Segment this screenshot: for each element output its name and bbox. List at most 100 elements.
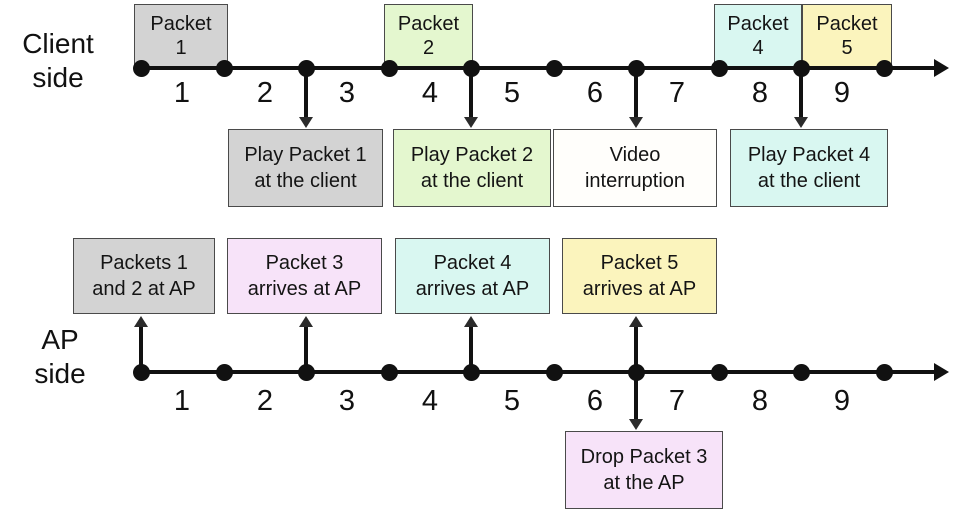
client-tick: 8 — [751, 77, 769, 109]
down-arrow — [634, 374, 638, 419]
arrow-down-icon — [464, 117, 478, 128]
ap-timeline — [141, 370, 936, 374]
packet-4-box: Packet 4 — [714, 4, 802, 68]
packet-5-label-line1: Packet — [816, 13, 878, 35]
up-arrow — [139, 327, 143, 371]
client-side-label-line1: Client — [22, 28, 94, 59]
down-arrow — [304, 70, 308, 117]
client-tick: 3 — [338, 77, 356, 109]
packet-2-label-line1: Packet — [397, 13, 460, 35]
timeline-dot — [711, 364, 728, 381]
packet-4-label-line1: Packet — [727, 13, 789, 35]
ap-side-label-line1: AP — [41, 324, 79, 355]
packet-2-label-line2: 2 — [422, 37, 435, 59]
packet-4-arrives-line1: Packet 4 — [433, 252, 512, 274]
packet-3-arrives-line1: Packet 3 — [265, 252, 344, 274]
packet-2-box: Packet 2 — [384, 4, 473, 68]
play-packet-2-line2: at the client — [420, 170, 524, 192]
arrow-up-icon — [299, 316, 313, 327]
play-packet-1-line2: at the client — [254, 170, 357, 192]
packet-5-arrives-line2: arrives at AP — [582, 278, 697, 300]
packet-3-arrives-line2: arrives at AP — [247, 278, 362, 300]
timeline-dot — [463, 60, 480, 77]
up-arrow — [469, 327, 473, 371]
down-arrow — [634, 70, 638, 117]
ap-tick: 4 — [421, 385, 439, 417]
video-interruption-line1: Video — [609, 144, 661, 166]
arrow-up-icon — [134, 316, 148, 327]
play-packet-4-line2: at the client — [757, 170, 861, 192]
ap-tick: 5 — [503, 385, 521, 417]
up-arrow — [304, 327, 308, 371]
packet-5-arrives-line1: Packet 5 — [600, 252, 679, 274]
packet-4-label-line2: 4 — [752, 37, 764, 59]
play-packet-4-box: Play Packet 4 at the client — [730, 129, 888, 207]
ap-tick: 8 — [751, 385, 769, 417]
timeline-dot — [546, 60, 563, 77]
client-tick: 2 — [256, 77, 274, 109]
drop-packet-3-line1: Drop Packet 3 — [580, 446, 708, 468]
packet-5-arrives-box: Packet 5 arrives at AP — [562, 238, 717, 314]
client-tick: 9 — [833, 77, 851, 109]
timeline-dot — [546, 364, 563, 381]
timeline-dot — [463, 364, 480, 381]
timeline-dot — [628, 364, 645, 381]
video-interruption-line2: interruption — [584, 170, 686, 192]
timeline-dot — [133, 60, 150, 77]
timeline-dot — [628, 60, 645, 77]
packet-5-label-line2: 5 — [841, 37, 853, 59]
client-tick: 7 — [668, 77, 686, 109]
arrow-right-icon — [934, 363, 949, 381]
timeline-dot — [876, 364, 893, 381]
packets-1-2-at-ap-box: Packets 1 and 2 at AP — [73, 238, 215, 314]
client-timeline — [141, 66, 936, 70]
arrow-down-icon — [629, 419, 643, 430]
timeline-dot — [133, 364, 150, 381]
drop-packet-3-box: Drop Packet 3 at the AP — [565, 431, 723, 509]
arrow-up-icon — [464, 316, 478, 327]
packets-1-2-line2: and 2 at AP — [92, 278, 196, 300]
packet-5-box: Packet 5 — [802, 4, 892, 68]
play-packet-1-line1: Play Packet 1 — [244, 144, 367, 166]
arrow-right-icon — [934, 59, 949, 77]
packets-1-2-line1: Packets 1 — [100, 252, 188, 274]
ap-tick: 2 — [256, 385, 274, 417]
timeline-dot — [793, 60, 810, 77]
down-arrow — [469, 70, 473, 117]
ap-side-label: AP side — [2, 323, 118, 391]
packet-1-box: Packet 1 — [134, 4, 228, 68]
timeline-dot — [298, 60, 315, 77]
arrow-down-icon — [299, 117, 313, 128]
arrow-up-icon — [629, 316, 643, 327]
timeline-dot — [216, 60, 233, 77]
client-side-label: Client side — [0, 27, 116, 95]
timeline-dot — [711, 60, 728, 77]
down-arrow — [799, 70, 803, 117]
video-interruption-box: Video interruption — [553, 129, 717, 207]
client-tick: 5 — [503, 77, 521, 109]
play-packet-2-line1: Play Packet 2 — [410, 144, 534, 166]
client-tick: 4 — [421, 77, 439, 109]
ap-side-label-line2: side — [34, 358, 86, 389]
ap-tick: 7 — [668, 385, 686, 417]
timeline-dot — [216, 364, 233, 381]
packet-3-arrives-box: Packet 3 arrives at AP — [227, 238, 382, 314]
timeline-dot — [793, 364, 810, 381]
client-tick: 1 — [173, 77, 191, 109]
play-packet-2-box: Play Packet 2 at the client — [393, 129, 551, 207]
packet-1-label-line1: Packet — [150, 13, 212, 35]
timeline-dot — [876, 60, 893, 77]
ap-tick: 1 — [173, 385, 191, 417]
packet-4-arrives-box: Packet 4 arrives at AP — [395, 238, 550, 314]
packet-4-arrives-line2: arrives at AP — [415, 278, 530, 300]
client-tick: 6 — [586, 77, 604, 109]
play-packet-4-line1: Play Packet 4 — [747, 144, 871, 166]
ap-tick: 9 — [833, 385, 851, 417]
timeline-dot — [298, 364, 315, 381]
arrow-down-icon — [629, 117, 643, 128]
ap-tick: 3 — [338, 385, 356, 417]
packet-1-label-line2: 1 — [175, 37, 187, 59]
drop-packet-3-line2: at the AP — [603, 472, 685, 494]
client-side-label-line2: side — [32, 62, 84, 93]
